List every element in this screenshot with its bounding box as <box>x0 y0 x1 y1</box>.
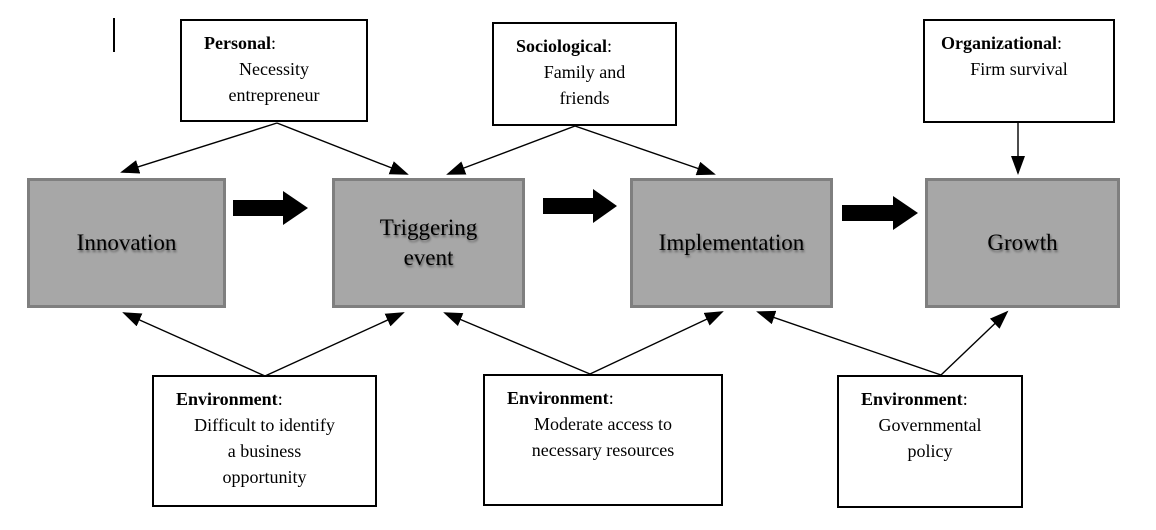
note-title: Organizational: <box>941 33 1063 53</box>
connector-sociological-to-implementation <box>574 125 716 176</box>
note-box-environment-1: Environment: Difficult to identify a bus… <box>152 375 377 507</box>
note-text-line: Moderate access to <box>534 414 672 434</box>
connector-personal-to-innovation <box>120 122 278 174</box>
connector-environment2-to-implementation <box>589 311 724 375</box>
note-title: Environment: <box>507 388 614 408</box>
connector-environment1-to-triggering <box>264 312 405 377</box>
note-box-sociological: Sociological: Family and friends <box>492 22 677 126</box>
note-text-line: Governmental <box>878 415 982 435</box>
stage-label: event <box>403 245 454 270</box>
note-text-line: a business <box>227 441 302 461</box>
note-title: Environment: <box>176 389 283 409</box>
stage-label: Implementation <box>658 230 805 255</box>
flow-arrow-innovation-to-triggering <box>233 191 308 225</box>
note-box-organizational: Organizational: Firm survival <box>923 19 1115 123</box>
connector-environment3-to-implementation <box>756 310 942 376</box>
note-box-environment-3: Environment: Governmental policy <box>837 375 1023 508</box>
stage-label: Growth <box>987 230 1058 255</box>
note-text-line: Necessity <box>239 59 309 79</box>
flow-arrow-implementation-to-growth <box>842 196 918 230</box>
note-text-line: Difficult to identify <box>194 415 335 435</box>
stage-box-growth: Growth <box>925 178 1120 308</box>
connector-environment3-to-growth <box>940 310 1009 376</box>
connector-personal-to-triggering <box>276 122 409 175</box>
note-text-line: necessary resources <box>531 440 675 460</box>
note-text-line: Family and <box>543 62 626 82</box>
note-text-line: friends <box>559 88 610 108</box>
connector-environment2-to-triggering <box>443 312 591 375</box>
note-text-line: policy <box>907 441 953 461</box>
note-text-line: Firm survival <box>970 59 1068 79</box>
note-title: Environment: <box>861 389 968 409</box>
text-cursor-artifact <box>113 18 115 52</box>
flow-arrow-triggering-to-implementation <box>543 189 617 223</box>
note-text-line: opportunity <box>222 467 307 487</box>
stage-box-innovation: Innovation <box>27 178 226 308</box>
note-title: Sociological: <box>516 36 613 56</box>
note-title: Personal: <box>204 33 277 53</box>
stage-label: Innovation <box>76 230 177 255</box>
stage-label: Triggering <box>379 215 478 240</box>
note-text-line: entrepreneur <box>228 85 320 105</box>
note-box-personal: Personal: Necessity entrepreneur <box>180 19 368 122</box>
connector-environment1-to-innovation <box>122 312 266 377</box>
stage-box-implementation: Implementation <box>630 178 833 308</box>
connector-sociological-to-triggering <box>446 125 576 175</box>
note-box-environment-2: Environment: Moderate access to necessar… <box>483 374 723 506</box>
stage-box-triggering-event: Triggering event <box>332 178 525 308</box>
